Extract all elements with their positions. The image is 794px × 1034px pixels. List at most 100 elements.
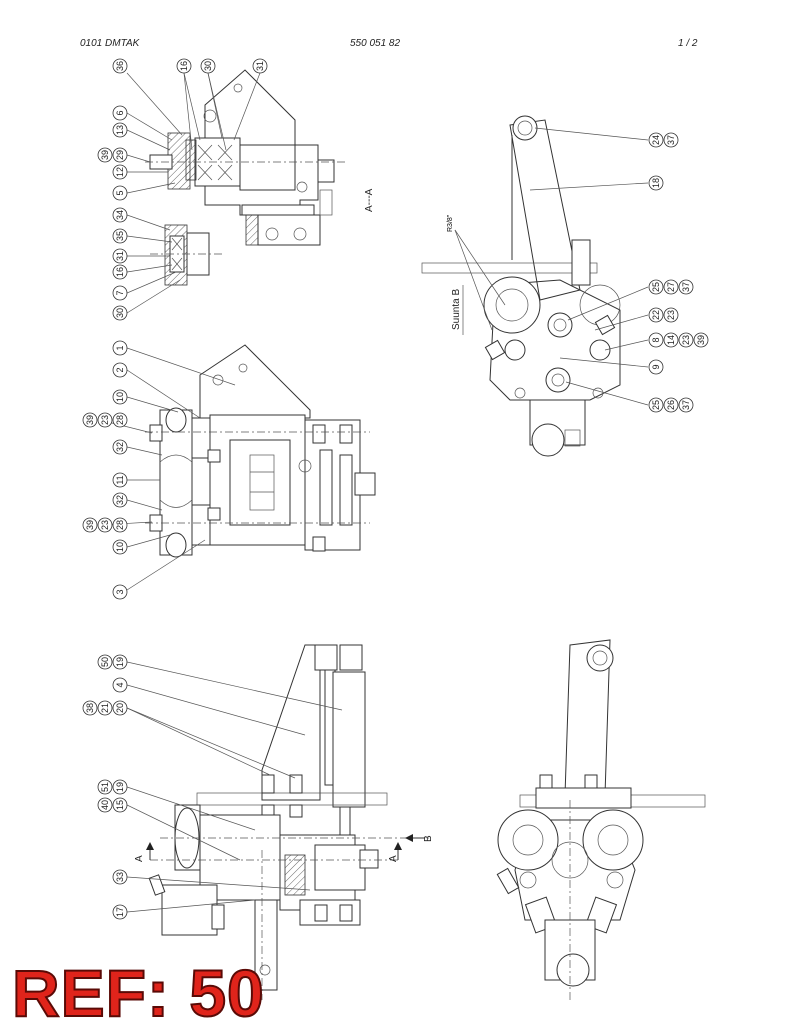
callout-bubble: 37 (678, 279, 694, 295)
svg-text:22: 22 (651, 310, 661, 320)
callout-bubble: 16 (112, 264, 128, 280)
callout-bubble: 51 (97, 779, 113, 795)
svg-text:1: 1 (115, 345, 125, 350)
svg-text:24: 24 (651, 135, 661, 145)
callout-bubble: 39 (82, 517, 98, 533)
section-a-label: A---A (364, 188, 375, 212)
svg-text:16: 16 (115, 267, 125, 277)
svg-text:15: 15 (115, 800, 125, 810)
callout-bubble: 13 (112, 122, 128, 138)
arrow-a-left: A (134, 855, 145, 862)
callout-bubble: 32 (112, 492, 128, 508)
svg-text:35: 35 (115, 231, 125, 241)
svg-text:20: 20 (115, 703, 125, 713)
svg-text:39: 39 (85, 415, 95, 425)
ref-stamp: REF: 50 (11, 956, 265, 1030)
svg-text:32: 32 (115, 442, 125, 452)
svg-text:31: 31 (255, 61, 265, 71)
view-assembly-front: A A B (126, 644, 434, 1000)
callout-bubble: 37 (663, 132, 679, 148)
callout-bubble: 31 (112, 248, 128, 264)
callout-bubble: 40 (97, 797, 113, 813)
callout-bubble: 32 (112, 439, 128, 455)
svg-text:25: 25 (651, 282, 661, 292)
svg-text:7: 7 (115, 290, 125, 295)
callout-bubble: 12 (112, 164, 128, 180)
svg-text:38: 38 (85, 703, 95, 713)
svg-text:27: 27 (666, 282, 676, 292)
svg-text:33: 33 (115, 872, 125, 882)
svg-text:39: 39 (100, 150, 110, 160)
svg-text:11: 11 (115, 475, 125, 484)
callout-bubble: 3 (112, 584, 128, 600)
callout-bubble: 37 (678, 397, 694, 413)
callouts-view1: 36 16 30 31 6 13 39 29 12 5 34 35 31 16 … (97, 58, 268, 321)
callouts-view3: 24 37 18 25 27 37 22 23 8 14 23 39 9 25 … (648, 132, 709, 413)
svg-text:40: 40 (100, 800, 110, 810)
svg-text:8: 8 (651, 337, 661, 342)
callout-bubble: 23 (97, 412, 113, 428)
callout-bubble: 28 (112, 412, 128, 428)
svg-text:36: 36 (115, 61, 125, 71)
arrow-b: B (423, 835, 434, 842)
callout-bubble: 36 (112, 58, 128, 74)
callout-bubble: 35 (112, 228, 128, 244)
callout-bubble: 25 (648, 397, 664, 413)
svg-text:6: 6 (115, 110, 125, 115)
svg-text:9: 9 (651, 364, 661, 369)
callout-bubble: 39 (82, 412, 98, 428)
direction-b-label: Suunta B (451, 289, 462, 330)
svg-text:39: 39 (696, 335, 706, 345)
arrow-a-right: A (388, 855, 399, 862)
svg-text:39: 39 (85, 520, 95, 530)
svg-text:31: 31 (115, 251, 125, 261)
svg-text:23: 23 (666, 310, 676, 320)
callout-bubble: 20 (112, 700, 128, 716)
callout-bubble: 34 (112, 207, 128, 223)
svg-text:18: 18 (651, 178, 661, 188)
callout-bubble: 8 (648, 332, 664, 348)
header-left: 0101 DMTAK (80, 38, 140, 49)
svg-text:29: 29 (115, 150, 125, 160)
header-center: 550 051 82 (350, 38, 401, 49)
callout-bubble: 2 (112, 362, 128, 378)
callout-bubble: 7 (112, 285, 128, 301)
svg-text:30: 30 (203, 61, 213, 71)
view-section-a-a: A---A (126, 69, 375, 314)
svg-text:17: 17 (115, 907, 125, 917)
svg-text:19: 19 (115, 657, 125, 667)
svg-text:23: 23 (100, 520, 110, 530)
svg-text:19: 19 (115, 782, 125, 792)
callouts-view2: 1 2 10 39 23 28 32 11 32 39 23 28 10 3 (82, 340, 128, 600)
svg-text:23: 23 (681, 335, 691, 345)
callout-bubble: 9 (648, 359, 664, 375)
callout-bubble: 22 (648, 307, 664, 323)
svg-text:28: 28 (115, 520, 125, 530)
callout-bubble: 39 (693, 332, 709, 348)
callout-bubble: 31 (252, 58, 268, 74)
callout-bubble: 27 (663, 279, 679, 295)
callout-bubble: 30 (200, 58, 216, 74)
callout-bubble: 38 (82, 700, 98, 716)
svg-text:34: 34 (115, 210, 125, 220)
header-right: 1 / 2 (678, 38, 698, 49)
svg-text:51: 51 (100, 782, 110, 792)
svg-text:23: 23 (100, 415, 110, 425)
callouts-view4: 50 19 4 38 21 20 51 19 40 15 33 17 (82, 654, 128, 920)
callout-bubble: 4 (112, 677, 128, 693)
callout-bubble: 10 (112, 389, 128, 405)
svg-text:50: 50 (100, 657, 110, 667)
svg-text:12: 12 (115, 167, 125, 177)
callout-bubble: 5 (112, 185, 128, 201)
svg-text:4: 4 (115, 682, 125, 687)
thread-label: R3/8" (447, 214, 454, 232)
callout-bubble: 29 (112, 147, 128, 163)
svg-text:16: 16 (179, 61, 189, 71)
callout-bubble: 25 (648, 279, 664, 295)
svg-text:10: 10 (115, 392, 125, 402)
callout-bubble: 1 (112, 340, 128, 356)
svg-text:37: 37 (681, 400, 691, 410)
callout-bubble: 30 (112, 305, 128, 321)
callout-bubble: 50 (97, 654, 113, 670)
callout-bubble: 28 (112, 517, 128, 533)
